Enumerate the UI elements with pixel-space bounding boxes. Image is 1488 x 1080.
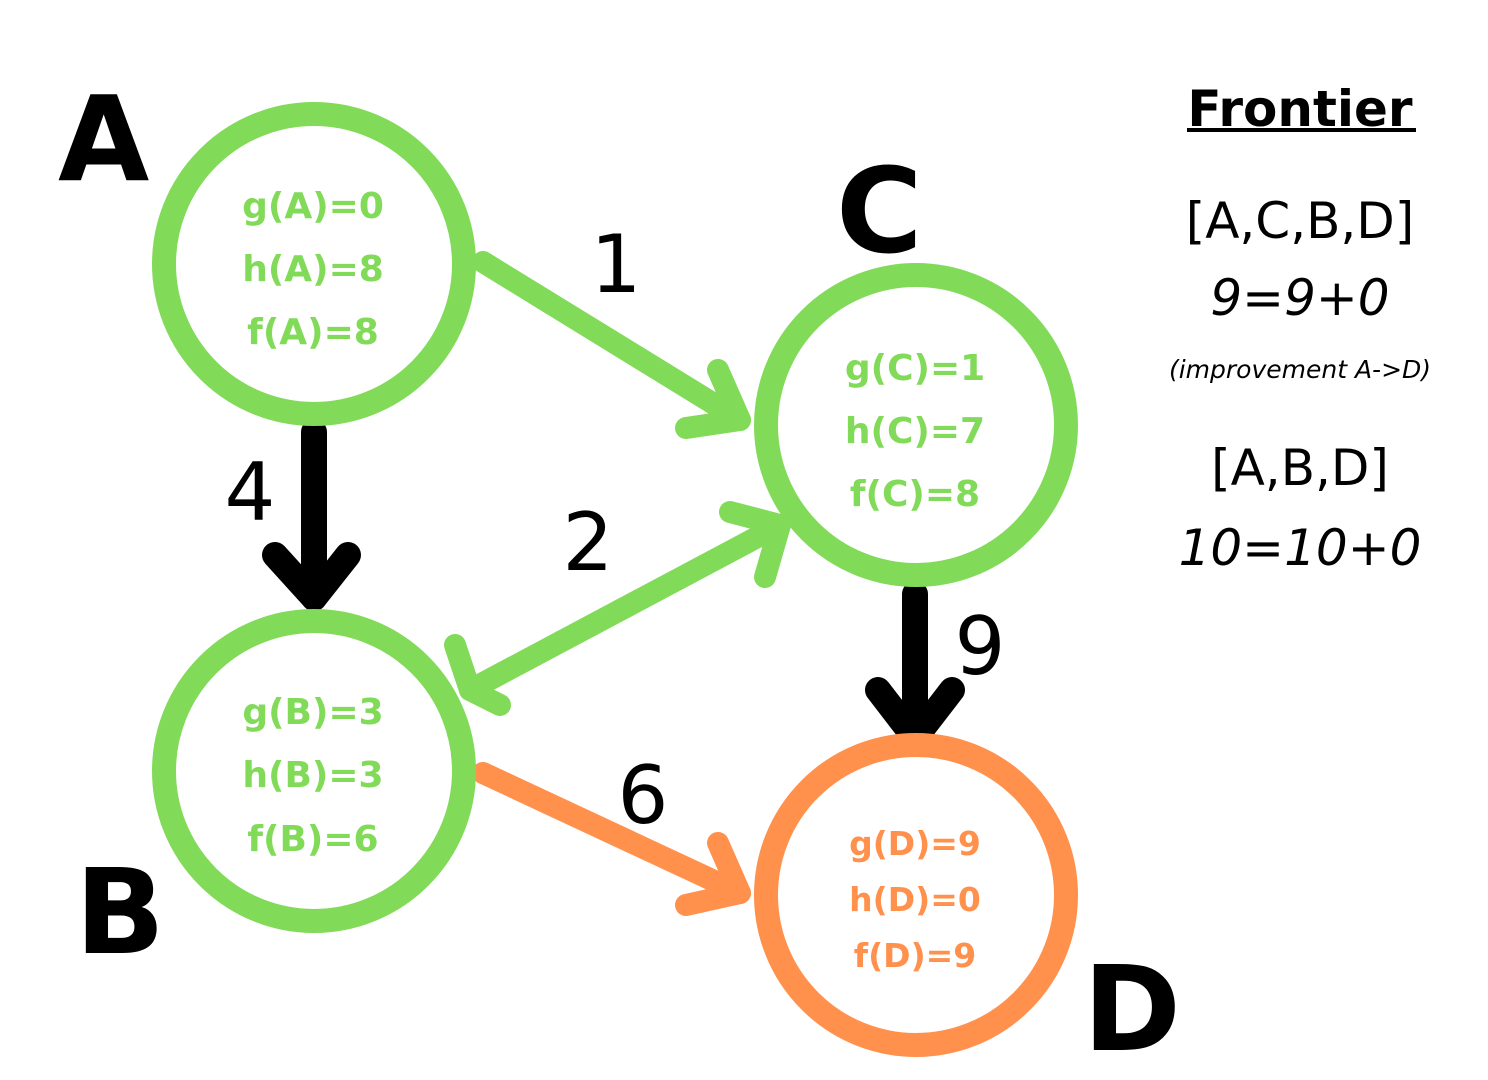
node-c-circle	[754, 263, 1078, 587]
node-b-h: h(B)=3	[242, 755, 383, 796]
node-d-label: D	[1083, 940, 1181, 1078]
edge-c-d	[865, 581, 965, 751]
node-b-f: f(B)=6	[247, 819, 378, 860]
edge-weight-a-b: 4	[225, 446, 276, 539]
frontier-equation-2: 10=10+0	[1179, 519, 1422, 577]
edge-b-d	[472, 762, 751, 916]
edge-weight-c-d: 9	[955, 600, 1006, 693]
node-d-h: h(D)=0	[849, 880, 981, 919]
node-c-f: f(C)=8	[850, 474, 980, 515]
node-a-f: f(A)=8	[247, 312, 379, 353]
node-a-circle	[152, 102, 476, 426]
frontier-note-1: (improvement A->D)	[1169, 355, 1431, 384]
node-a-g: g(A)=0	[242, 186, 384, 227]
node-b-g: g(B)=3	[242, 692, 383, 733]
frontier-list-2: [A,B,D]	[1211, 439, 1389, 497]
node-d-f: f(D)=9	[854, 936, 977, 975]
node-c-g: g(C)=1	[845, 348, 985, 389]
node-b-label: B	[75, 843, 165, 981]
edge-weight-a-c: 1	[591, 218, 642, 311]
node-c-label: C	[836, 142, 923, 280]
node-d-g: g(D)=9	[849, 824, 981, 863]
node-a-h: h(A)=8	[242, 249, 384, 290]
node-b-circle	[152, 609, 476, 933]
node-c-h: h(C)=7	[845, 411, 985, 452]
edge-a-c	[472, 251, 751, 439]
frontier-panel: Frontier [A,C,B,D] 9=9+0 (improvement A-…	[1169, 80, 1431, 577]
node-a-label: A	[58, 70, 149, 208]
edge-a-b	[262, 419, 361, 611]
edge-weight-b-c: 2	[563, 496, 614, 589]
node-d-circle	[754, 733, 1078, 1057]
edge-weight-b-d: 6	[618, 749, 669, 842]
frontier-list-1: [A,C,B,D]	[1186, 192, 1415, 250]
edge-b-c	[444, 501, 791, 716]
frontier-equation-1: 9=9+0	[1210, 269, 1389, 327]
